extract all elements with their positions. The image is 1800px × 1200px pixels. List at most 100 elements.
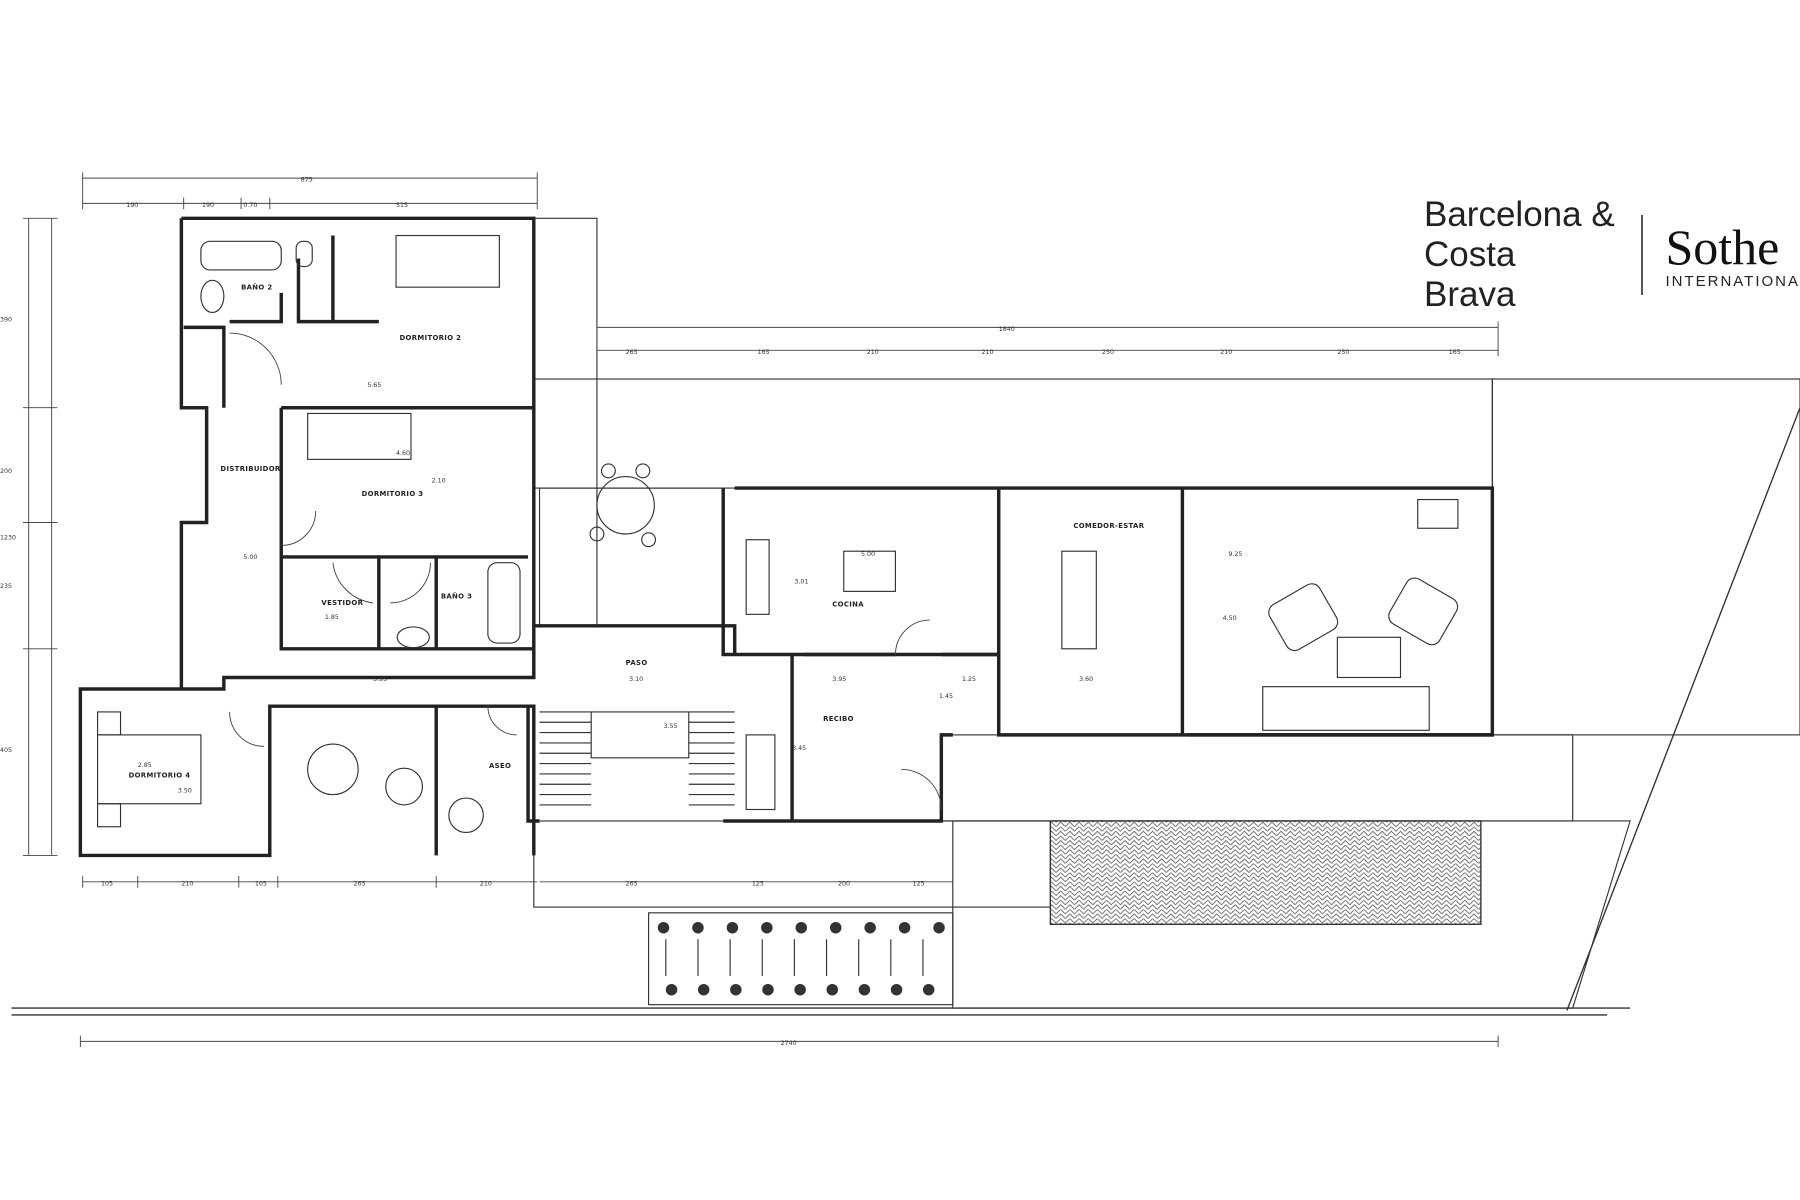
dim-interior: 1.85 xyxy=(325,614,339,621)
dim-terrace-total: 1840 xyxy=(999,326,1015,333)
dim-interior: 1.25 xyxy=(962,676,976,683)
shrub xyxy=(890,983,903,996)
shrub xyxy=(762,983,774,996)
dim-top: 515 xyxy=(396,202,408,209)
site-boundary xyxy=(11,407,1800,1016)
shrub xyxy=(864,922,876,934)
dim-bottom_parts: 210 xyxy=(181,880,193,887)
furniture xyxy=(97,234,1459,834)
logo-city-line-2: Costa Brava xyxy=(1424,235,1516,314)
garden-planting xyxy=(648,912,954,1006)
room-label-recibo: RECIBO xyxy=(823,715,854,723)
dim-interior: 2.85 xyxy=(138,762,152,769)
dim-bottom_parts: 105 xyxy=(101,880,113,887)
dim-interior: 3.45 xyxy=(792,745,806,752)
sothebys-logo: Barcelona & Costa Brava Sothe INTERNATIO… xyxy=(1424,195,1800,315)
room-label-dormitorio-2: DORMITORIO 2 xyxy=(399,334,461,342)
terrace-entry xyxy=(533,820,1051,908)
stairs xyxy=(539,711,735,806)
dim-bottom_parts: 265 xyxy=(626,880,638,887)
room-label-aseo: ASEO xyxy=(489,762,511,770)
dim-terrace_parts: 165 xyxy=(1449,349,1461,356)
shrub xyxy=(665,983,678,996)
dim-interior: 5.95 xyxy=(373,676,387,683)
dim-terrace_parts: 210 xyxy=(867,349,879,356)
room-label-vestidor: VESTIDOR xyxy=(321,599,363,607)
dim-interior: 4.60 xyxy=(396,450,410,457)
room-label-dormitorio-3: DORMITORIO 3 xyxy=(362,490,424,498)
dim-bottom_parts: 265 xyxy=(354,880,366,887)
dim-interior: 5.65 xyxy=(367,382,381,389)
dim-interior: 5.00 xyxy=(861,551,875,558)
dim-left_parts: 1230 xyxy=(0,535,16,542)
dim-interior: 3.50 xyxy=(178,787,192,794)
room-label-bano-2: BAÑO 2 xyxy=(241,282,272,291)
dim-top: 190 xyxy=(126,202,138,209)
shrub xyxy=(726,922,739,934)
terrace-front xyxy=(940,734,1574,822)
dim-interior: 3.95 xyxy=(832,676,846,683)
logo-brand: Sothe xyxy=(1665,218,1780,275)
dim-bottom_parts: 125 xyxy=(913,880,925,887)
dim-bottom_parts: 210 xyxy=(480,880,492,887)
dim-interior: 4.50 xyxy=(1223,615,1237,622)
shrub xyxy=(794,983,806,996)
shrub xyxy=(922,983,935,996)
dim-top: 190 xyxy=(202,202,214,209)
shrub xyxy=(657,922,670,934)
shrub xyxy=(829,922,842,934)
terrace-rear xyxy=(533,378,1493,489)
dim-terrace_parts: 165 xyxy=(758,349,770,356)
dim-overall-total: 2740 xyxy=(781,1040,797,1047)
dim-interior: 3.10 xyxy=(629,676,643,683)
room-label-dormitorio-4: DORMITORIO 4 xyxy=(129,771,191,779)
dimension-lines xyxy=(22,172,1499,1048)
shrub xyxy=(898,922,911,934)
dim-terrace_parts: 210 xyxy=(982,349,994,356)
shrub xyxy=(858,983,871,996)
dim-left_parts: 390 xyxy=(0,317,12,324)
dim-terrace_parts: 250 xyxy=(1337,349,1349,356)
dim-bottom_parts: 125 xyxy=(752,880,764,887)
shrub xyxy=(826,983,839,996)
dim-terrace_parts: 265 xyxy=(626,349,638,356)
room-label-comedor-estar: COMEDOR-ESTAR xyxy=(1073,522,1144,530)
dim-left_parts: 405 xyxy=(0,747,12,754)
dim-interior: 2.10 xyxy=(432,477,446,484)
logo-subtitle: INTERNATIONA xyxy=(1665,272,1800,290)
dim-interior: 9.25 xyxy=(1228,551,1242,558)
room-label-paso: PASO xyxy=(626,659,648,667)
dim-interior: 3.55 xyxy=(664,723,678,730)
dim-interior: 1.45 xyxy=(939,693,953,700)
dim-terrace_parts: 250 xyxy=(1102,349,1114,356)
dim-left_parts: 235 xyxy=(0,583,12,590)
dim-interior: 3.01 xyxy=(794,578,808,585)
dim-left_parts: 200 xyxy=(0,468,12,475)
logo-divider xyxy=(1641,215,1644,295)
shrub xyxy=(795,922,808,934)
dim-interior: 3.60 xyxy=(1079,676,1093,683)
dim-terrace_parts: 210 xyxy=(1220,349,1232,356)
terrace-side xyxy=(533,217,598,627)
deck xyxy=(1491,378,1800,736)
shrub xyxy=(933,922,945,934)
dim-top: 0.70 xyxy=(243,202,257,209)
dim-bottom_parts: 200 xyxy=(838,880,850,887)
dim-interior: 5.00 xyxy=(243,554,257,561)
dim-bottom_parts: 105 xyxy=(255,880,267,887)
room-label-distribuidor: DISTRIBUIDOR xyxy=(220,465,280,473)
doors xyxy=(229,332,942,810)
dim-top-total: 875 xyxy=(301,177,313,184)
pool xyxy=(1049,820,1482,925)
shrub xyxy=(730,983,742,996)
terrace-dining xyxy=(538,487,724,627)
shrub xyxy=(692,922,704,934)
walls xyxy=(78,216,1495,858)
logo-city-line-1: Barcelona & xyxy=(1424,195,1615,234)
shrub xyxy=(761,922,773,934)
room-label-cocina: COCINA xyxy=(832,600,864,608)
room-label-bano-3: BAÑO 3 xyxy=(441,591,472,600)
shrub xyxy=(697,983,710,996)
